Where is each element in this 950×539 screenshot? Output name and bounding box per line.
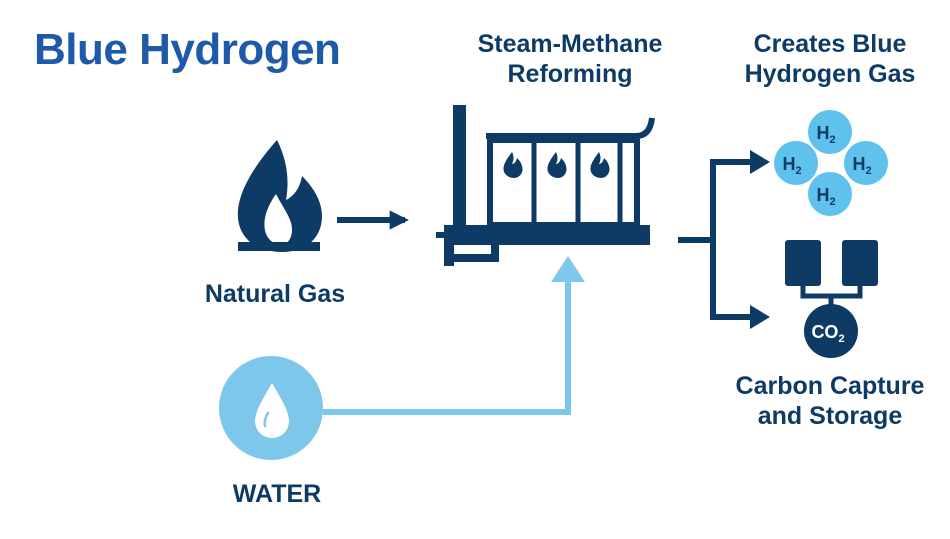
output-branch-arrows (678, 150, 770, 329)
ccs-label-line1: Carbon Capture (735, 372, 925, 400)
creates-label-line2: Hydrogen Gas (744, 59, 916, 88)
water-drop-icon (219, 356, 323, 460)
creates-blue-hydrogen-label: Creates Blue Hydrogen Gas (740, 30, 920, 89)
smr-label-line1: Steam-Methane (477, 30, 663, 58)
flame-icon (237, 140, 322, 252)
carbon-capture-label: Carbon Capture and Storage (730, 372, 930, 431)
h2-molecule-icon (774, 110, 888, 216)
steam-methane-reforming-label: Steam-Methane Reforming (470, 30, 670, 89)
creates-label-line1: Creates Blue (753, 30, 907, 58)
h2-label: H2 (782, 154, 801, 177)
h2-label: H2 (816, 185, 835, 208)
water-flow-arrow (323, 256, 585, 415)
natural-gas-label: Natural Gas (204, 280, 346, 308)
smr-label-line2: Reforming (507, 59, 633, 88)
water-label: WATER (232, 480, 322, 508)
burner-flame-icon (547, 152, 567, 178)
burner-flame-icon (590, 152, 610, 178)
h2-label: H2 (816, 123, 835, 146)
storage-tank-icon (785, 240, 878, 358)
co2-label: CO2 (811, 322, 844, 345)
ccs-label-line2: and Storage (757, 401, 903, 430)
factory-icon (436, 105, 655, 266)
burner-flame-icon (503, 152, 523, 178)
page-title: Blue Hydrogen (34, 25, 341, 74)
h2-label: H2 (852, 154, 871, 177)
